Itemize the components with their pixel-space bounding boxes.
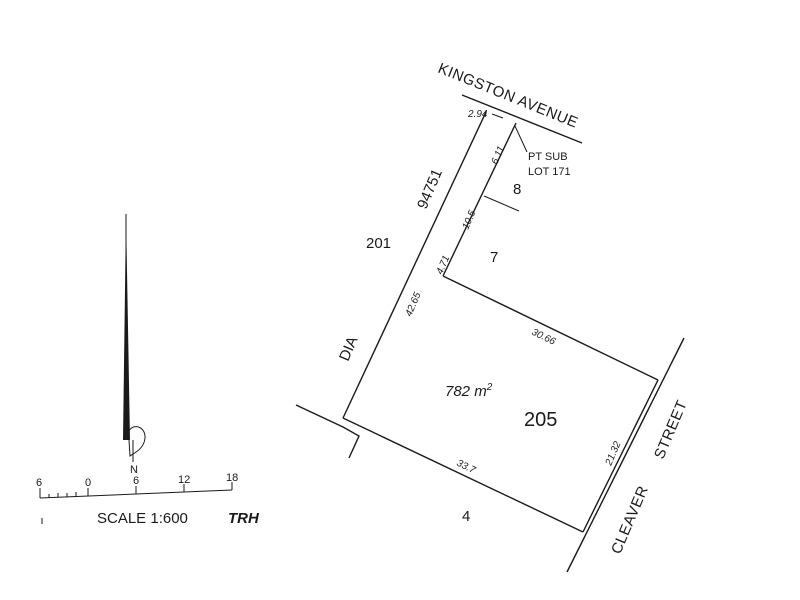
lot-205-label: 205 bbox=[524, 409, 557, 431]
pt-sub-line2: LOT 171 bbox=[528, 166, 571, 178]
street-street: STREET bbox=[651, 398, 691, 462]
scale-label: SCALE 1:600 bbox=[97, 510, 188, 527]
lot-4-label: 4 bbox=[462, 508, 470, 525]
street-cleaver: CLEAVER bbox=[608, 483, 652, 556]
lot-8-boundary-tick bbox=[483, 195, 520, 212]
dim-10-5: 10.5 bbox=[461, 209, 479, 232]
plan-prefix: DIA bbox=[336, 334, 361, 364]
dim-6-11: 6.11 bbox=[490, 145, 507, 167]
access-handle-east-line bbox=[442, 122, 517, 277]
pt-sub-line1: PT SUB bbox=[528, 151, 568, 163]
lot-7-label: 7 bbox=[490, 249, 498, 266]
dim-33-7: 33.7 bbox=[455, 458, 478, 477]
plan-number: 94751 bbox=[414, 167, 446, 212]
scale-initials: TRH bbox=[228, 510, 260, 527]
scale-tick-4: 18 bbox=[226, 472, 238, 484]
dim-2-94: 2.94 bbox=[467, 109, 488, 120]
north-label: N bbox=[130, 464, 138, 476]
area-label: 782 m2 bbox=[445, 382, 493, 400]
scale-tick-2: 6 bbox=[133, 475, 139, 487]
southwest-step-line bbox=[295, 404, 360, 459]
scale-tick-0: 6 bbox=[36, 477, 42, 489]
west-boundary-line bbox=[342, 111, 487, 419]
lot-boundaries bbox=[295, 94, 685, 573]
dim-42-65: 42.65 bbox=[404, 290, 424, 318]
cleaver-far-side-line bbox=[566, 337, 685, 573]
pt-sub-leader bbox=[514, 125, 528, 153]
south-boundary-line bbox=[342, 417, 584, 533]
cleaver-frontage-line bbox=[582, 379, 659, 533]
dim-2-94-leader bbox=[491, 113, 504, 119]
dim-4-71: 4.71 bbox=[435, 254, 453, 276]
area-superscript: 2 bbox=[486, 382, 493, 393]
scale-bar bbox=[39, 482, 233, 524]
street-kingston-avenue: KINGSTON AVENUE bbox=[436, 60, 581, 132]
kingston-frontage-line bbox=[461, 94, 583, 144]
scale-tick-3: 12 bbox=[178, 474, 190, 486]
lot-8-label: 8 bbox=[513, 181, 521, 198]
lot-201-label: 201 bbox=[366, 235, 391, 252]
north-arrow-icon bbox=[123, 214, 146, 462]
scale-tick-1: 0 bbox=[85, 477, 91, 489]
north-boundary-line bbox=[442, 275, 659, 381]
